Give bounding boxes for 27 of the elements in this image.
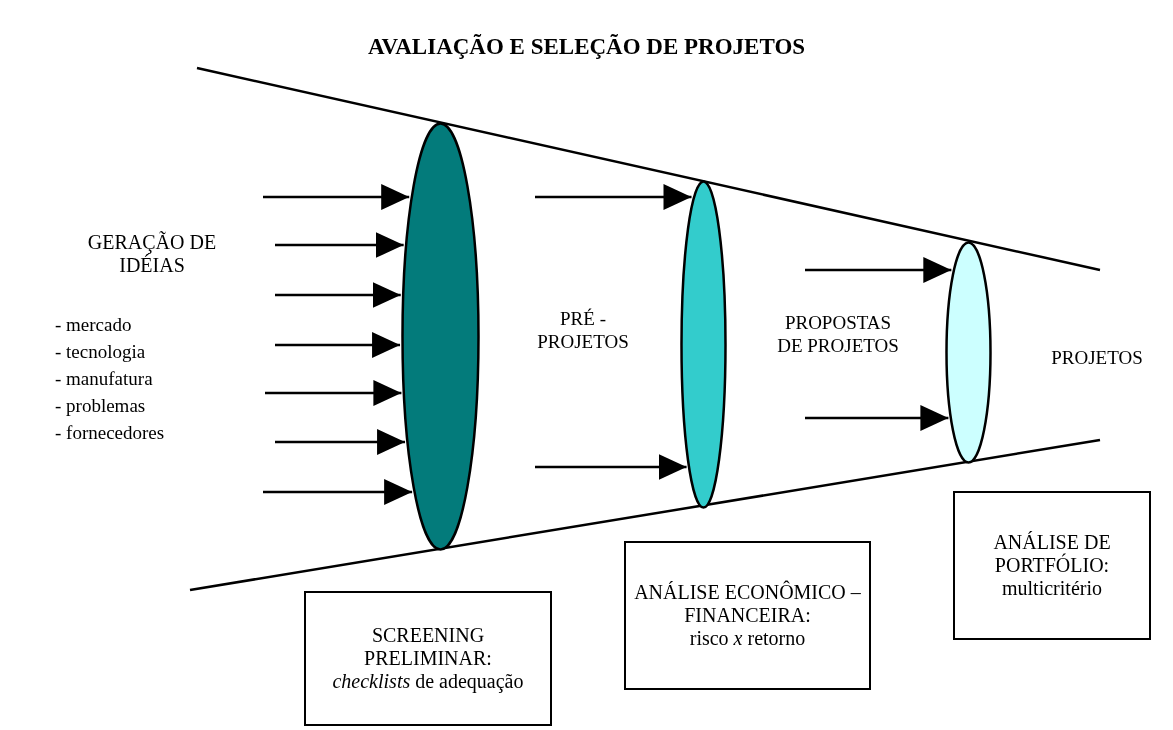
- diagram-title: AVALIAÇÃO E SELEÇÃO DE PROJETOS: [366, 34, 807, 60]
- arrow: [275, 332, 401, 358]
- ellipse-lens: [400, 121, 480, 551]
- stage-label: PROJETOS: [1050, 346, 1144, 369]
- arrow: [263, 479, 413, 505]
- text-box: ANÁLISE ECONÔMICO – FINANCEIRA: risco x retorno: [624, 541, 871, 690]
- arrow: [275, 282, 401, 308]
- text-box: ANÁLISE DE PORTFÓLIO: multicritério: [953, 491, 1151, 640]
- list-item: - mercado: [55, 313, 132, 337]
- arrow: [265, 380, 402, 406]
- arrow: [275, 232, 404, 258]
- stage-label: GERAÇÃO DE IDÉIAS: [86, 231, 218, 277]
- list-item: - tecnologia: [55, 340, 146, 364]
- arrow: [263, 184, 410, 210]
- ellipse-lens: [679, 179, 727, 509]
- ellipse-lens: [944, 240, 992, 464]
- stage-label: PRÉ - PROJETOS: [536, 307, 630, 353]
- arrow: [275, 429, 406, 455]
- list-item: - manufatura: [55, 367, 153, 391]
- arrow: [535, 184, 692, 210]
- text-box: SCREENING PRELIMINAR: checklists de adequação: [304, 591, 552, 726]
- arrow: [535, 454, 687, 480]
- arrow: [805, 405, 949, 431]
- list-item: - fornecedores: [55, 421, 165, 445]
- list-item: - problemas: [55, 394, 146, 418]
- arrow: [805, 257, 952, 283]
- stage-label: PROPOSTAS DE PROJETOS: [776, 311, 900, 357]
